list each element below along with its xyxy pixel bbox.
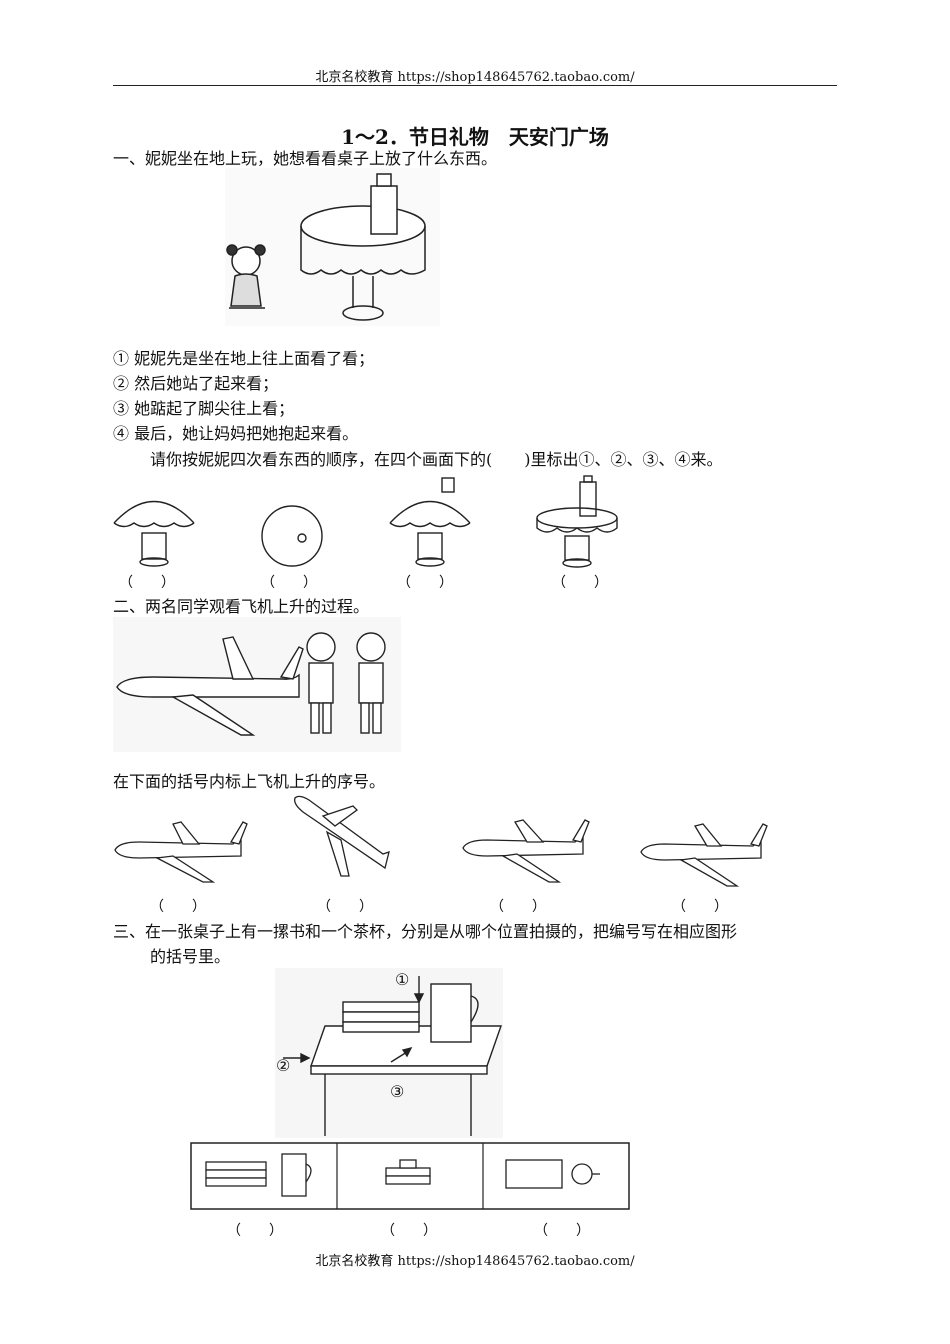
plane-4 [640,823,768,887]
q2-plane-pictures [114,795,768,887]
q3-label-1: ① [395,970,410,989]
q1-instruction: 请你按妮妮四次看东西的顺序，在四个画面下的( )里标出①、②、③、④来。 [150,450,723,469]
q3-view-options [190,1142,630,1210]
q2-answer-4[interactable]: （ ） [672,899,728,915]
q2-answer-1[interactable]: （ ） [150,899,206,915]
q2-intro: 二、两名同学观看飞机上升的过程。 [113,597,370,616]
q1-answer-4[interactable]: （ ） [552,575,608,591]
q1-step-4: ④ 最后，她让妈妈把她抱起来看。 [113,424,359,443]
q1-step-1: ① 妮妮先是坐在地上往上面看了看； [113,349,375,368]
view-c-table [389,477,471,567]
page-header: 北京名校教育 https://shop148645762.taobao.com/ [315,70,635,85]
table-figure [300,173,426,321]
plane-figure [116,636,304,736]
girl-figure [226,244,266,309]
scene-table [310,983,502,1136]
q1-step-2: ② 然后她站了起来看； [113,374,279,393]
q1-answer-2[interactable]: （ ） [261,575,317,591]
q1-step-3: ③ 她踮起了脚尖往上看； [113,399,295,418]
header-rule [113,85,837,86]
option-front-view [205,1153,312,1197]
q3-table-scene [275,968,503,1138]
q2-answer-3[interactable]: （ ） [490,899,546,915]
plane-2 [294,795,390,877]
view-arrows [283,976,425,1064]
q2-instruction: 在下面的括号内标上飞机上升的序号。 [113,772,386,791]
q3-label-2: ② [276,1056,291,1075]
view-b-top [261,505,323,567]
q1-girl-table-illustration [225,168,440,326]
q2-answer-2[interactable]: （ ） [317,899,373,915]
q3-intro-cont: 的括号里。 [150,947,231,966]
option-side-view [385,1159,431,1185]
q1-intro: 一、妮妮坐在地上玩，她想看看桌子上放了什么东西。 [113,149,498,168]
plane-1 [114,821,248,883]
q2-boys-plane-illustration [113,617,401,752]
view-d-table [536,475,618,568]
q3-label-3: ③ [390,1082,405,1101]
option-top-view [505,1159,600,1189]
q3-answer-2[interactable]: （ ） [381,1223,437,1239]
q3-intro: 三、在一张桌子上有一摞书和一个茶杯，分别是从哪个位置拍摄的，把编号写在相应图形 [113,922,738,941]
q3-answer-1[interactable]: （ ） [227,1223,283,1239]
q1-answer-3[interactable]: （ ） [397,575,453,591]
plane-3 [462,819,590,883]
page-footer: 北京名校教育 https://shop148645762.taobao.com/ [315,1254,635,1269]
boys-figure [306,632,386,734]
q1-answer-1[interactable]: （ ） [119,575,175,591]
view-a-table [113,500,195,567]
q3-answer-3[interactable]: （ ） [534,1223,590,1239]
q1-view-pictures [113,475,618,568]
page-title: 1～2．节日礼物 天安门广场 [341,125,609,149]
